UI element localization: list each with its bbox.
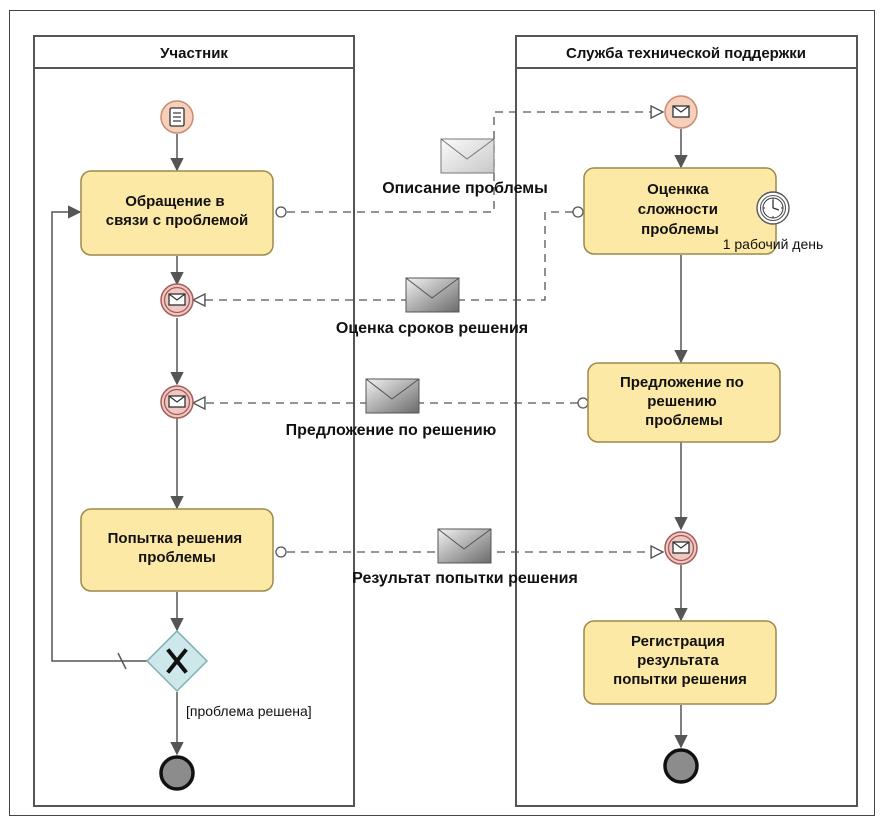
- label-msg-proposal: Предложение по решению: [286, 422, 497, 439]
- catch-event-estimate: [160, 283, 194, 317]
- exclusive-x-icon: [166, 648, 188, 674]
- svg-text:Предложение по решению: Предложение по решению проблемы: [620, 374, 748, 429]
- start-event-participant: [160, 100, 194, 134]
- envelope-description-icon: [440, 138, 495, 174]
- msgflow-estimate: [193, 211, 573, 300]
- lane-title-support: Служба технической поддержки: [566, 45, 806, 62]
- task-evaluate-line2: сложности: [638, 201, 718, 218]
- task-attempt[interactable]: Попытка решения проблемы: [80, 508, 274, 592]
- task-register-line3: попытки решения: [613, 671, 747, 688]
- msgflow-origin-description: [275, 206, 287, 218]
- task-appeal-line1: Обращение в: [125, 193, 224, 210]
- label-msg-result: Результат попытки решения: [352, 570, 578, 587]
- msgflow-origin-proposal: [577, 397, 589, 409]
- task-register-line2: результата: [637, 652, 719, 669]
- task-evaluate-line3: проблемы: [641, 221, 719, 238]
- task-register-line1: Регистрация: [631, 633, 725, 650]
- svg-text:Оценкка сложности: Оценкка сложности проблемы: [638, 181, 722, 238]
- start-event-support: [664, 95, 698, 129]
- lane-participant: Участник: [33, 35, 355, 807]
- task-proposal-line1: Предложение по: [620, 374, 744, 391]
- svg-text:Попытка решения проблемы: Попытка решения проблемы: [108, 530, 247, 566]
- envelope-proposal-icon: [365, 378, 420, 414]
- svg-text:Обращение в связи с проб: Обращение в связи с проблемой: [106, 193, 249, 229]
- end-event-support: [663, 748, 699, 784]
- task-register[interactable]: Регистрация результата попытки решения: [583, 620, 777, 705]
- label-msg-description: Описание проблемы: [382, 180, 548, 197]
- catch-event-proposal: [160, 385, 194, 419]
- clock-icon: [756, 191, 790, 225]
- sequence-flows: [51, 129, 688, 756]
- label-msg-estimate: Оценка сроков решения: [336, 320, 528, 337]
- default-flow-marker: [117, 652, 127, 670]
- task-proposal-line2: решению: [647, 393, 717, 410]
- msgflow-origin-result: [275, 546, 287, 558]
- task-proposal-line3: проблемы: [645, 412, 723, 429]
- envelope-icon: [672, 541, 690, 554]
- msgflow-origin-estimate: [572, 206, 584, 218]
- task-attempt-line2: проблемы: [138, 549, 216, 566]
- flow-gateway-loop-back: [51, 205, 148, 662]
- task-evaluate-line1: Оценкка: [647, 181, 709, 198]
- task-appeal-line2: связи с проблемой: [106, 212, 249, 229]
- envelope-estimate-icon: [405, 277, 460, 313]
- envelope-icon: [168, 395, 186, 408]
- timer-label: 1 рабочий день: [723, 236, 824, 252]
- task-appeal[interactable]: Обращение в связи с проблемой: [80, 170, 274, 256]
- gateway-condition-label: [проблема решена]: [186, 703, 312, 719]
- task-attempt-line1: Попытка решения: [108, 530, 243, 547]
- envelope-icon: [672, 105, 690, 118]
- outer-border: [9, 10, 875, 816]
- envelope-result-icon: [437, 528, 492, 564]
- catch-event-result: [664, 531, 698, 565]
- exclusive-gateway[interactable]: [145, 629, 209, 693]
- task-proposal[interactable]: Предложение по решению проблемы: [587, 362, 781, 443]
- document-icon: [169, 107, 185, 127]
- svg-text:Регистрация результата: Регистрация результата попытки решения: [613, 633, 747, 688]
- envelope-icon: [168, 293, 186, 306]
- end-event-participant: [159, 755, 195, 791]
- lane-title-participant: Участник: [160, 45, 228, 62]
